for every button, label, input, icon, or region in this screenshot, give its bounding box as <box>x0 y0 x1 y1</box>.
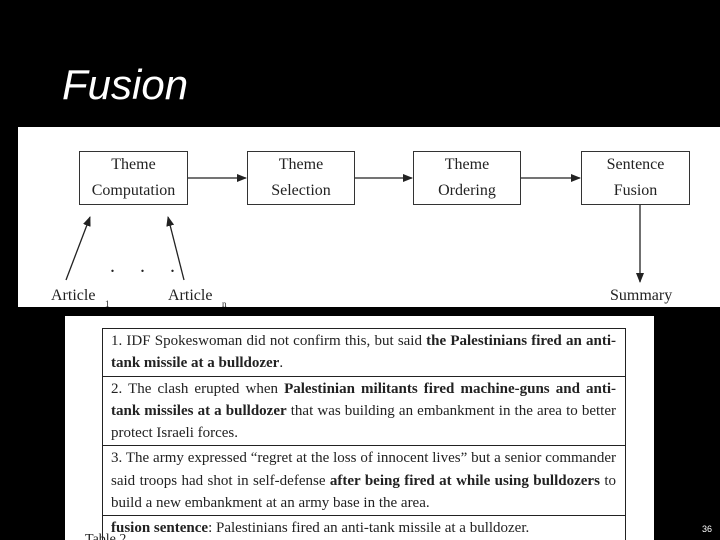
table-row: 2. The clash erupted when Palestinian mi… <box>102 375 626 447</box>
table-row: fusion sentence: Palestinians fired an a… <box>102 515 626 540</box>
box-label-line1: Theme <box>278 156 324 173</box>
sentence-table: 1. IDF Spokeswoman did not confirm this,… <box>102 328 626 540</box>
row-text: that was building an embankment in the a… <box>111 402 616 442</box>
table-cell: 3. The army expressed “regret at the los… <box>102 445 626 517</box>
row-highlight: fusion sentence <box>111 520 209 537</box>
row-text: 3. The army expressed “regret at the los… <box>111 450 616 489</box>
table-cell: 1. IDF Spokeswoman did not confirm this,… <box>102 328 626 377</box>
box-label-line1: Sentence <box>606 156 665 173</box>
arrow-article-n <box>166 216 185 281</box>
table-cell: fusion sentence: Palestinians fired an a… <box>102 515 626 540</box>
row-highlight: Palestinian militants fired machine-guns… <box>111 380 617 419</box>
ellipsis: . . . <box>110 255 185 277</box>
diagram-arrows <box>65 174 644 283</box>
theme-computation-box: Theme Computation <box>79 151 188 205</box>
row-text: . <box>279 355 284 372</box>
row-highlight: after being fired at while using bulldoz… <box>329 472 600 489</box>
table-row: 1. IDF Spokeswoman did not confirm this,… <box>102 328 626 377</box>
row-text: : Palestinians fired an anti-tank missil… <box>208 520 530 537</box>
summary-label: Summary <box>610 287 673 304</box>
arrow-article-1 <box>65 216 91 281</box>
article-1-subscript: 1 <box>105 299 110 307</box>
theme-ordering-box: Theme Ordering <box>413 151 521 205</box>
box-label-line2: Selection <box>271 182 331 199</box>
box-label-line2: Ordering <box>438 182 496 199</box>
article-n-subscript: n <box>222 299 227 307</box>
table-cell: 2. The clash erupted when Palestinian mi… <box>102 375 626 447</box>
row-highlight: the Palestinians fired an anti-tank miss… <box>111 333 616 372</box>
box-label-line2: Fusion <box>613 182 658 199</box>
sentence-fusion-box: Sentence Fusion <box>581 151 690 205</box>
box-label-line2: Computation <box>91 182 176 199</box>
row-text: 1. IDF Spokeswoman did not confirm this,… <box>111 333 427 349</box>
table-row: 3. The army expressed “regret at the los… <box>102 445 626 517</box>
article-n-label: Article <box>168 287 213 304</box>
box-label-line1: Theme <box>111 156 156 173</box>
example-table-panel: 1. IDF Spokeswoman did not confirm this,… <box>65 316 654 540</box>
box-label-line1: Theme <box>444 156 490 173</box>
article-1-label: Article <box>51 287 96 304</box>
page-number: 36 <box>702 524 713 534</box>
slide-title: Fusion <box>62 61 189 108</box>
row-text: 2. The clash erupted when <box>111 380 285 397</box>
theme-selection-box: Theme Selection <box>247 151 355 205</box>
row-text: to build a new embankment at an army bas… <box>111 472 616 512</box>
table-caption: Table 2 <box>85 532 127 540</box>
pipeline-diagram: Theme Computation Theme Selection Theme … <box>18 127 720 307</box>
